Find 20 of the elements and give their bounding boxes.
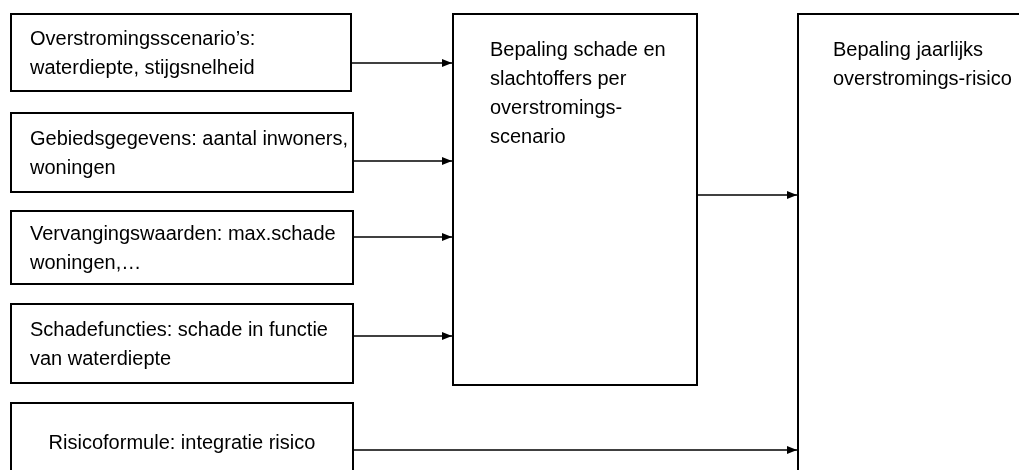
box-label: Overstromingsscenario’s: waterdiepte, stijgsnelheid bbox=[30, 25, 257, 80]
process-box bbox=[797, 13, 1019, 470]
arrow bbox=[353, 446, 798, 454]
process-box bbox=[10, 210, 354, 285]
process-box bbox=[452, 13, 698, 386]
arrow bbox=[353, 233, 453, 241]
box-label: Vervangingswaarden: max.schade woningen,… bbox=[30, 220, 337, 275]
arrow bbox=[351, 59, 453, 67]
box-label: Risicoformule: integratie risico bbox=[48, 429, 316, 455]
process-box bbox=[10, 402, 354, 470]
process-box bbox=[10, 303, 354, 384]
process-box bbox=[10, 112, 354, 193]
arrow bbox=[353, 332, 453, 340]
box-label: Gebiedsgegevens: aantal inwoners, woningen bbox=[30, 125, 349, 180]
arrow bbox=[697, 191, 798, 199]
arrow bbox=[353, 157, 453, 165]
box-label: Bepaling schade en slachtoffers per overstromings-scenario bbox=[490, 37, 667, 149]
box-label: Schadefuncties: schade in functie van waterdiepte bbox=[30, 316, 329, 371]
process-box bbox=[10, 13, 352, 92]
box-label: Bepaling jaarlijks overstromings-risico bbox=[833, 37, 1013, 91]
